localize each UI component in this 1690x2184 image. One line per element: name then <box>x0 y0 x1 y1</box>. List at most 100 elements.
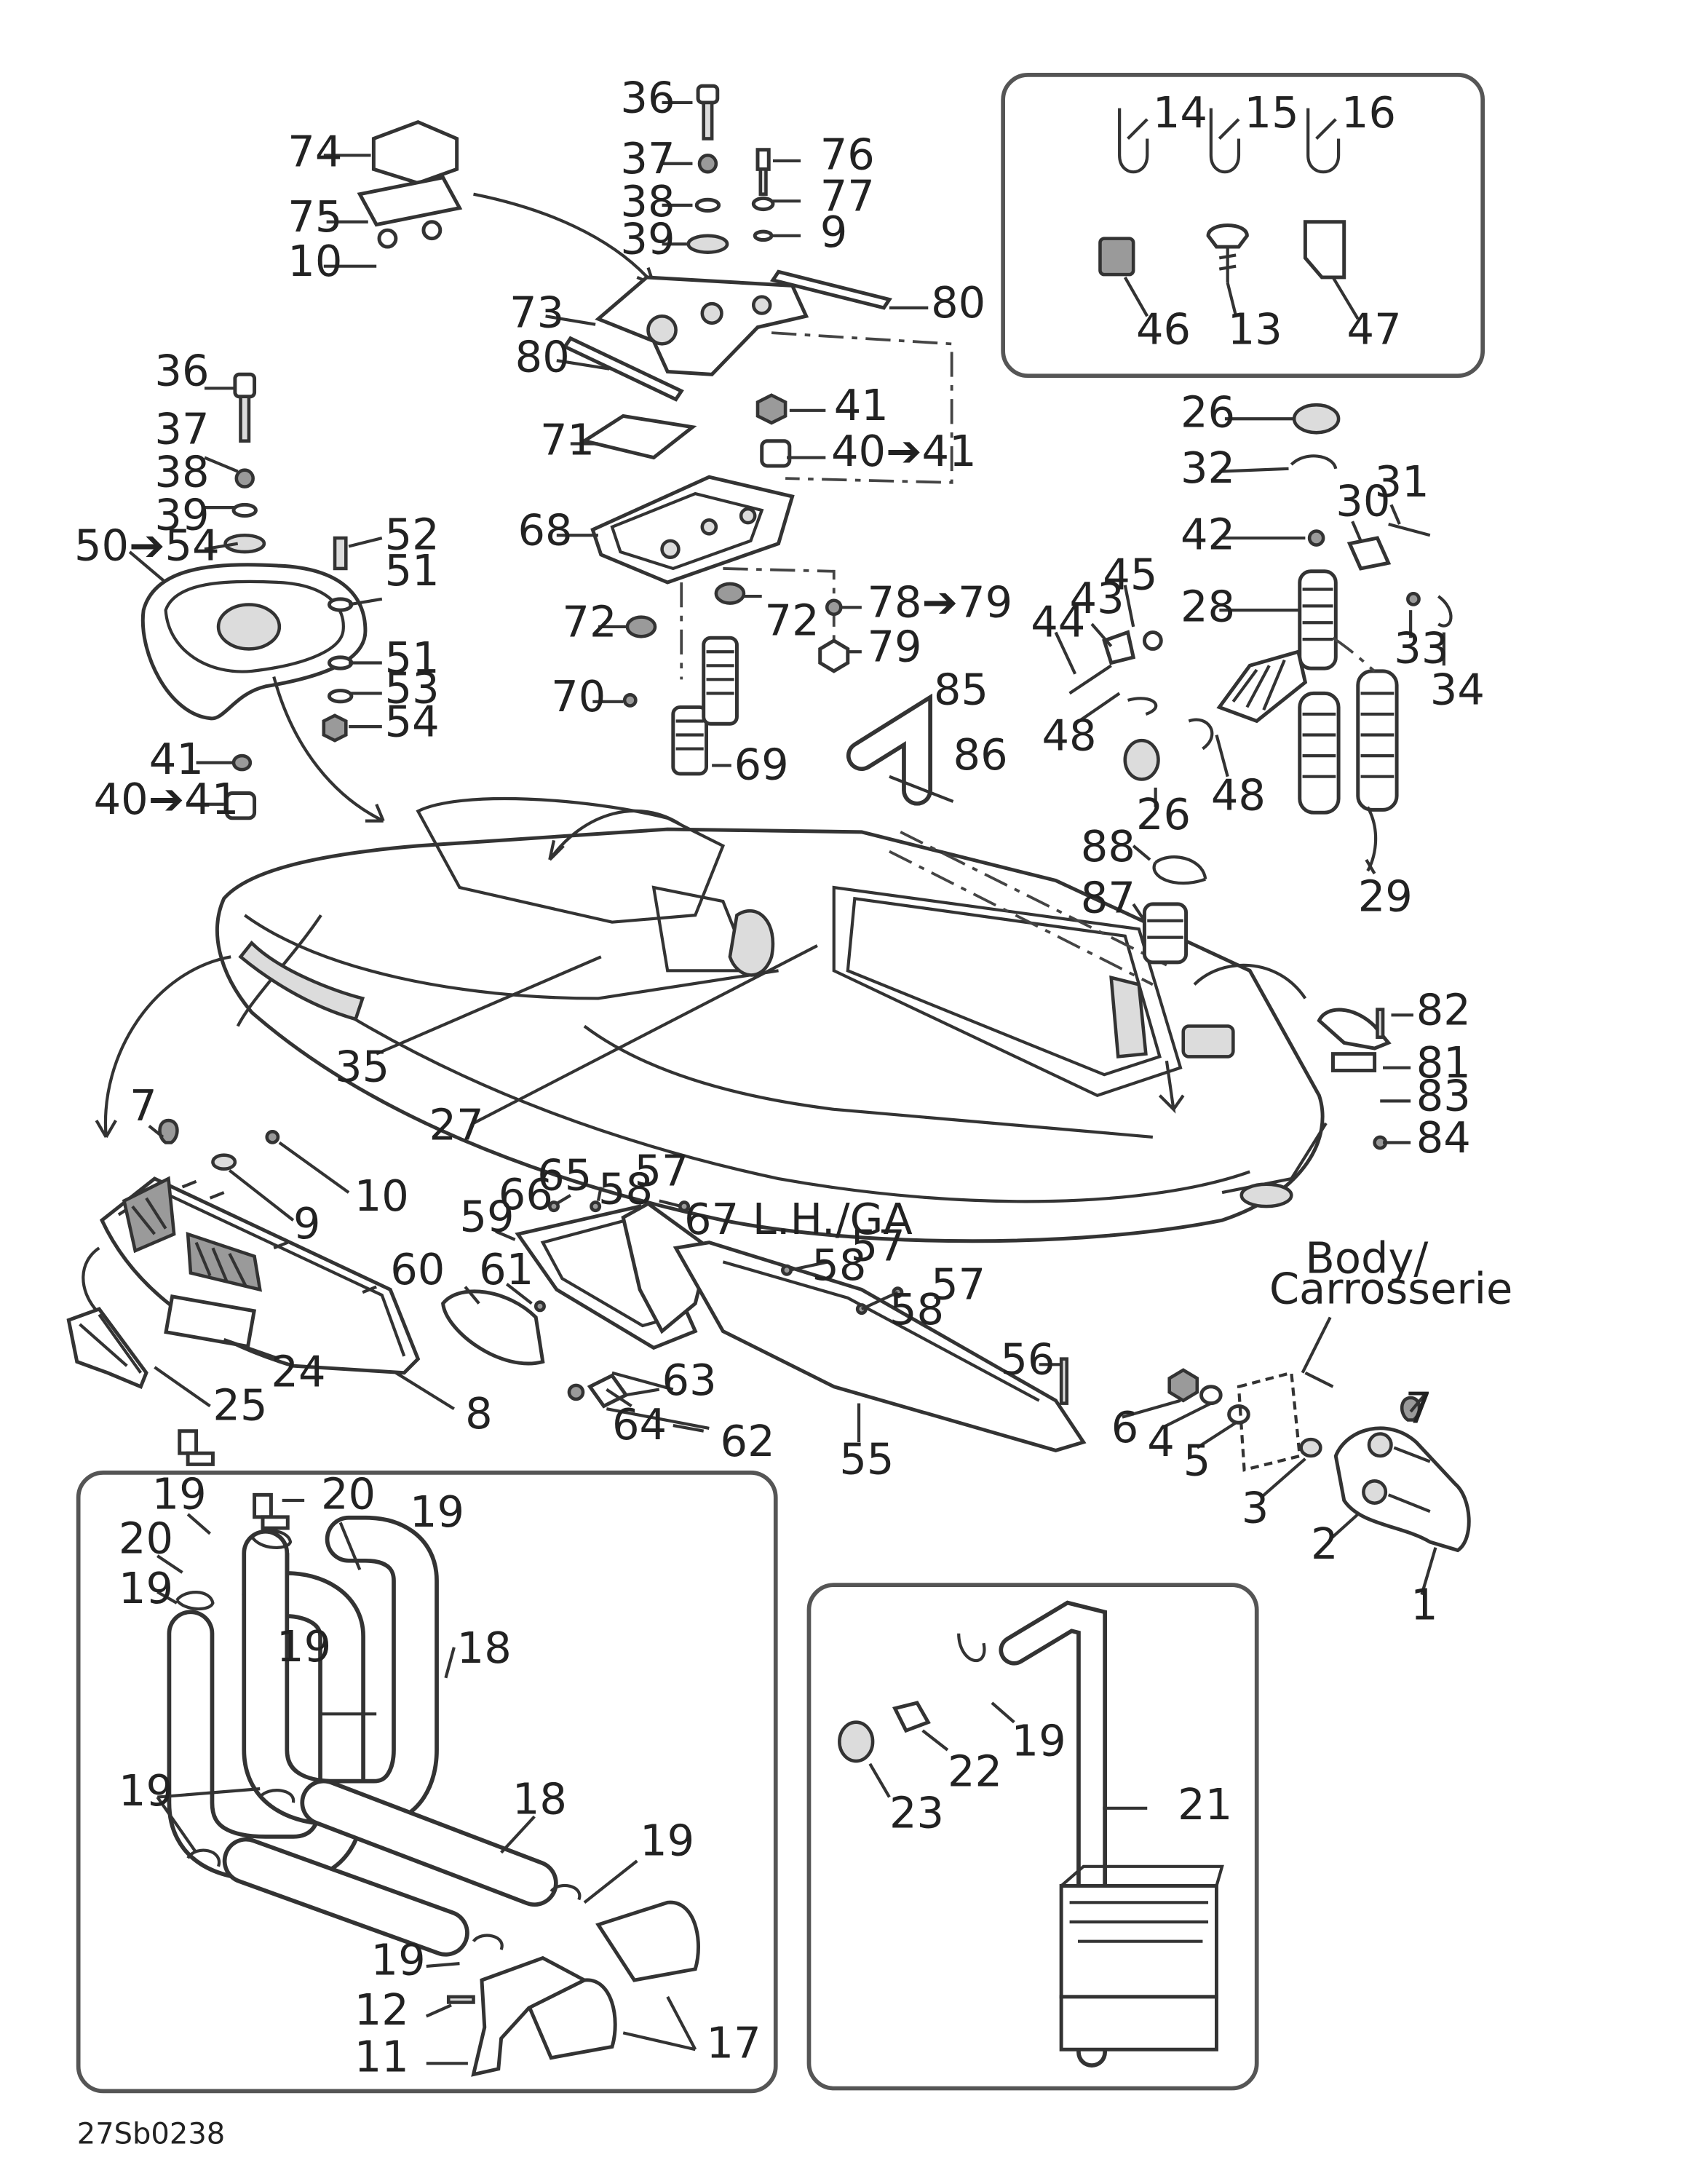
inset-box-vent-tube <box>806 1583 1259 2091</box>
callout-40-41: 40➔41 <box>831 426 977 476</box>
callout-78-79: 78➔79 <box>867 577 1012 628</box>
callout-86: 86 <box>953 729 1008 780</box>
callout-4: 4 <box>1147 1416 1175 1466</box>
seat-cover-left <box>140 372 368 820</box>
leader-lines <box>128 100 1445 1144</box>
inset-box-cooling-hoses <box>76 1471 778 2094</box>
callout-58: 58 <box>598 1163 653 1214</box>
callout-58: 58 <box>812 1240 866 1290</box>
callout-6: 6 <box>1111 1402 1139 1452</box>
callout-20: 20 <box>119 1513 173 1563</box>
callout-80: 80 <box>515 331 570 381</box>
side-panels <box>441 1187 1087 1452</box>
callout-55: 55 <box>839 1434 894 1484</box>
callout-15: 15 <box>1245 87 1299 138</box>
drawing-number: 27Sb0238 <box>77 2118 225 2151</box>
callout-28: 28 <box>1181 581 1235 631</box>
callout-74: 74 <box>287 127 342 177</box>
callout-14: 14 <box>1153 87 1207 138</box>
callouts: 74 75 10 36 37 38 39 76 77 9 73 80 80 41… <box>74 72 1485 2081</box>
callout-42: 42 <box>1181 509 1235 559</box>
storage-arrow <box>1158 963 1307 1114</box>
callout-13: 13 <box>1228 304 1282 354</box>
callout-38: 38 <box>154 447 209 497</box>
callout-79: 79 <box>867 622 921 672</box>
callout-7: 7 <box>1405 1382 1433 1433</box>
callout-85: 85 <box>934 665 988 715</box>
callout-67-lh-ga: 67 L.H./GA <box>684 1194 913 1244</box>
callout-3: 3 <box>1242 1482 1269 1532</box>
callout-66: 66 <box>499 1169 553 1219</box>
callout-19: 19 <box>119 1765 173 1816</box>
callout-73: 73 <box>509 288 564 338</box>
callout-82: 82 <box>1416 985 1471 1035</box>
callout-32: 32 <box>1181 443 1235 493</box>
callout-45: 45 <box>1103 550 1157 600</box>
callout-84: 84 <box>1416 1112 1471 1163</box>
callout-19: 19 <box>152 1468 207 1519</box>
callout-26: 26 <box>1181 387 1235 438</box>
callout-72: 72 <box>562 596 616 646</box>
callout-57: 57 <box>634 1146 689 1196</box>
rear-panel <box>66 1118 421 1390</box>
callout-37: 37 <box>154 404 209 454</box>
callout-56: 56 <box>1000 1334 1055 1385</box>
callout-61: 61 <box>479 1244 533 1294</box>
callout-25: 25 <box>213 1380 267 1430</box>
callout-29: 29 <box>1358 871 1413 921</box>
seat-support-plate <box>562 269 892 402</box>
seat-dash-line <box>680 331 953 680</box>
callout-51: 51 <box>385 545 440 596</box>
callout-22: 22 <box>948 1746 1002 1796</box>
bow-eye <box>1317 1008 1392 1150</box>
cooling-hoses <box>167 1429 700 2077</box>
callout-75: 75 <box>287 191 342 242</box>
callout-51: 51 <box>385 633 440 683</box>
callout-87: 87 <box>1081 872 1135 922</box>
callout-76: 76 <box>820 129 875 179</box>
callout-88: 88 <box>1081 821 1135 871</box>
callout-12: 12 <box>354 1985 409 2035</box>
callout-5: 5 <box>1183 1436 1211 1486</box>
callout-19: 19 <box>371 1934 426 1985</box>
rear-panel-arrow <box>82 1246 100 1312</box>
body-label-line1: Body/ <box>1305 1233 1428 1283</box>
hull-arrow-right <box>548 809 683 861</box>
callout-9: 9 <box>820 207 848 257</box>
handle-rod <box>846 693 954 806</box>
callout-10: 10 <box>354 1171 409 1221</box>
cooling-leaders <box>156 1498 697 2065</box>
callout-46: 46 <box>1136 304 1191 354</box>
callout-21: 21 <box>1178 1779 1232 1829</box>
callout-57: 57 <box>851 1220 905 1270</box>
boot-dash-line <box>889 636 1376 986</box>
callout-1: 1 <box>1411 1580 1438 1630</box>
callout-70: 70 <box>551 671 606 721</box>
callout-43: 43 <box>1070 573 1124 623</box>
callout-36: 36 <box>154 346 209 396</box>
callout-58: 58 <box>889 1284 944 1334</box>
callout-60: 60 <box>390 1244 445 1294</box>
callout-77: 77 <box>820 171 875 221</box>
callout-53: 53 <box>385 663 440 713</box>
callout-9: 9 <box>293 1198 321 1249</box>
seat-cover-arrow <box>272 676 385 823</box>
boot-assembly <box>1068 403 1453 872</box>
callout-7: 7 <box>130 1080 157 1131</box>
vent-leaders <box>868 1701 1148 1810</box>
callout-65: 65 <box>537 1150 592 1200</box>
callout-19: 19 <box>410 1487 464 1537</box>
cable-ties-inset <box>1098 108 1346 283</box>
callout-26: 26 <box>1136 789 1191 839</box>
inset-box-fasteners <box>1001 73 1485 379</box>
steering-leaders <box>1122 1393 1437 1596</box>
callout-64: 64 <box>612 1399 667 1449</box>
hull-arrow-left <box>95 955 231 1138</box>
callout-71: 71 <box>540 415 595 465</box>
callout-47: 47 <box>1347 304 1402 354</box>
filler-cap <box>1142 855 1207 965</box>
callout-50-54: 50➔54 <box>74 521 220 571</box>
callout-35: 35 <box>335 1042 389 1092</box>
callout-33: 33 <box>1394 622 1448 673</box>
callout-41: 41 <box>149 734 204 784</box>
